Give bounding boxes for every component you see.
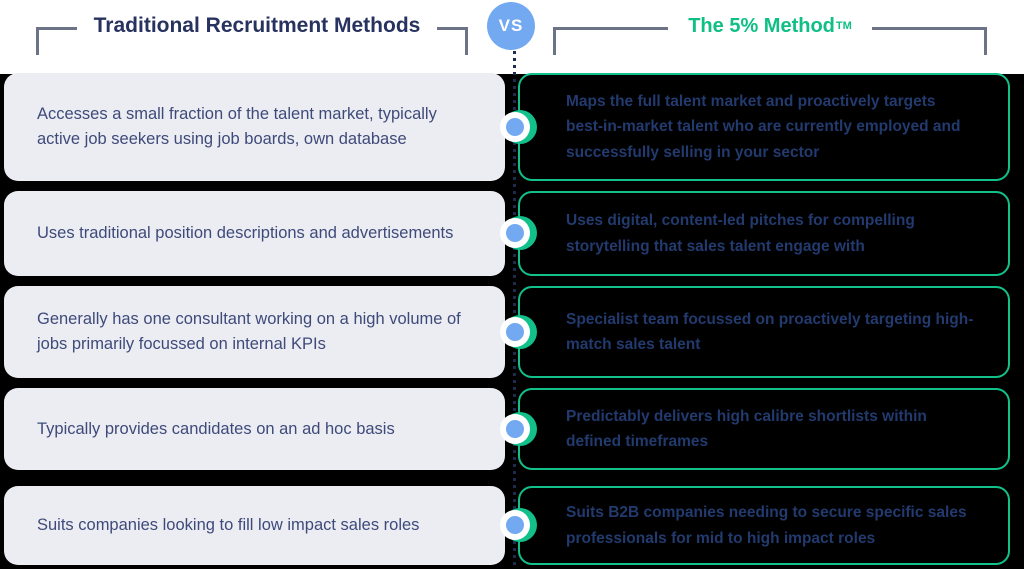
connector-dot-core — [506, 516, 524, 534]
five-percent-method-card: Uses digital, content-led pitches for co… — [518, 191, 1010, 276]
traditional-method-text: Suits companies looking to fill low impa… — [37, 516, 420, 535]
trademark-superscript: TM — [835, 20, 852, 32]
traditional-method-text: Typically provides candidates on an ad h… — [37, 419, 395, 438]
traditional-method-card: Suits companies looking to fill low impa… — [4, 486, 505, 565]
five-percent-method-title-label: The 5% Method — [688, 14, 835, 37]
connector-dot-core — [506, 323, 524, 341]
five-percent-method-text: Specialist team focussed on proactively … — [566, 310, 974, 353]
traditional-method-card: Uses traditional position descriptions a… — [4, 191, 505, 276]
center-dotted-line — [513, 51, 516, 569]
connector-dot-core — [506, 420, 524, 438]
five-percent-method-text: Suits B2B companies needing to secure sp… — [566, 504, 967, 547]
vs-badge-label: VS — [498, 16, 524, 35]
traditional-method-text: Generally has one consultant working on … — [37, 310, 461, 353]
connector-dot-core — [506, 118, 524, 136]
traditional-methods-title-label: Traditional Recruitment Methods — [93, 14, 421, 37]
vs-badge: VS — [487, 2, 535, 50]
traditional-method-text: Accesses a small fraction of the talent … — [37, 105, 437, 148]
five-percent-method-card: Maps the full talent market and proactiv… — [518, 73, 1010, 181]
traditional-method-card: Generally has one consultant working on … — [4, 286, 505, 378]
five-percent-method-text: Maps the full talent market and proactiv… — [566, 93, 961, 161]
five-percent-method-text: Predictably delivers high calibre shortl… — [566, 407, 927, 450]
five-percent-method-card: Specialist team focussed on proactively … — [518, 286, 1010, 378]
five-percent-method-card: Predictably delivers high calibre shortl… — [518, 388, 1010, 470]
traditional-method-text: Uses traditional position descriptions a… — [37, 224, 454, 243]
five-percent-method-card: Suits B2B companies needing to secure sp… — [518, 486, 1010, 565]
five-percent-method-text: Uses digital, content-led pitches for co… — [566, 212, 915, 255]
traditional-method-card: Accesses a small fraction of the talent … — [4, 73, 505, 181]
connector-dot-core — [506, 224, 524, 242]
traditional-methods-title: Traditional Recruitment Methods — [77, 6, 437, 46]
traditional-method-card: Typically provides candidates on an ad h… — [4, 388, 505, 470]
